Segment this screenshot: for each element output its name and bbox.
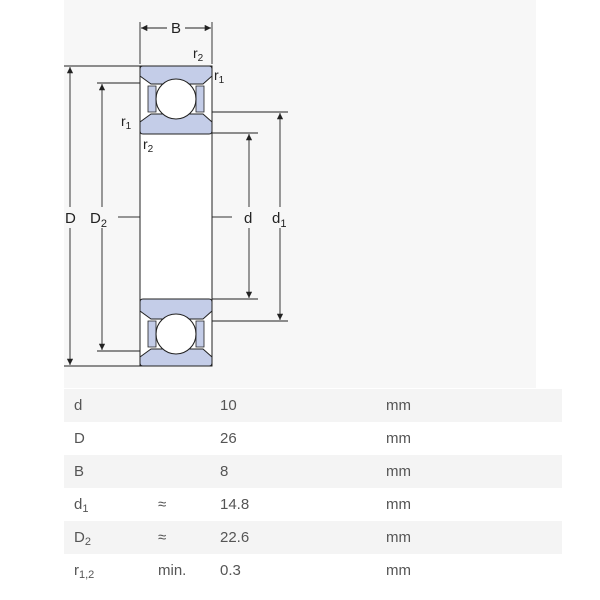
bottom-ball-section [139,298,213,367]
label-d1: d1 [272,210,286,230]
table-row: D2 ≈ 22.6 mm [64,521,562,554]
dimension-unit: mm [386,521,562,554]
table-row: d1 ≈ 14.8 mm [64,488,562,521]
dimension-unit: mm [386,422,562,455]
inner-ring-top [139,113,213,135]
inner-ring-bottom [139,298,213,320]
dimension-symbol: D [64,422,158,455]
table-row: d 10 mm [64,389,562,422]
dimensions-table: d 10 mm D 26 mm B 8 mm d1 ≈ 14.8 mm D2 ≈… [64,389,562,587]
ball-top [155,78,197,120]
dimension-value: 0.3 [220,554,386,587]
dimension-symbol: D2 [64,521,158,554]
dimension-qualifier [158,455,220,488]
label-r1-top: r1 [214,67,225,86]
table-row: D 26 mm [64,422,562,455]
dimension-qualifier: min. [158,554,220,587]
dimension-qualifier: ≈ [158,521,220,554]
ball-bottom [155,313,197,355]
table-row: r1,2 min. 0.3 mm [64,554,562,587]
dimension-unit: mm [386,389,562,422]
outer-ring-top [139,65,213,85]
dimension-qualifier: ≈ [158,488,220,521]
extension-lines [64,22,288,367]
label-d: d [244,210,252,227]
dimension-value: 10 [220,389,386,422]
dimension-symbol: d [64,389,158,422]
label-D: D [65,210,76,227]
dimension-symbol: d1 [64,488,158,521]
dimension-value: 22.6 [220,521,386,554]
dimension-unit: mm [386,488,562,521]
dimension-symbol: r1,2 [64,554,158,587]
table-row: B 8 mm [64,455,562,488]
label-r2-top: r2 [193,45,204,64]
dimension-value: 26 [220,422,386,455]
label-r2-inner: r2 [143,136,154,155]
label-r1-inner: r1 [121,113,132,132]
label-D2: D2 [90,210,107,230]
bearing-cross-section-drawing: B D D2 d d1 r2 r1 r1 r2 [64,20,288,367]
label-B: B [171,20,181,37]
dimension-value: 8 [220,455,386,488]
dimension-unit: mm [386,554,562,587]
dimension-qualifier [158,389,220,422]
top-ball-section [139,65,213,135]
dimension-labels: B D D2 d d1 r2 r1 r1 r2 [65,20,286,230]
dimension-value: 14.8 [220,488,386,521]
dimension-arrows [66,24,284,365]
dimension-qualifier [158,422,220,455]
dimension-symbol: B [64,455,158,488]
outer-ring-bottom [139,348,213,367]
dimension-unit: mm [386,455,562,488]
